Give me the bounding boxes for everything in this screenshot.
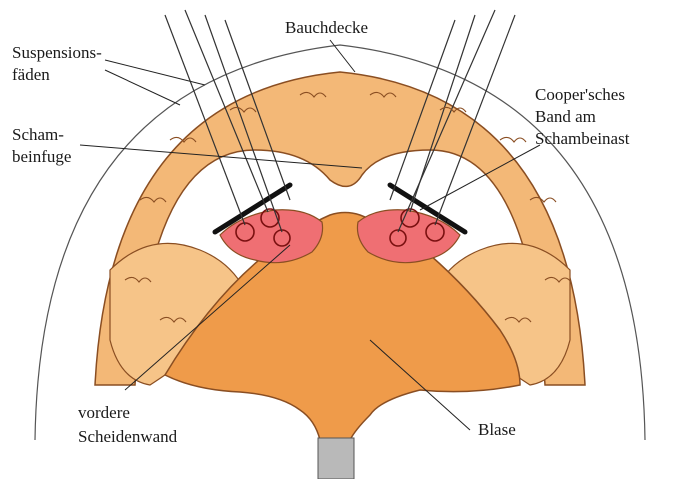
bladder	[165, 213, 520, 441]
label-cooper-line3: Schambeinast	[535, 129, 630, 148]
label-suspension-line1: Suspensions-	[12, 43, 102, 62]
label-bauchdecke: Bauchdecke	[285, 18, 368, 37]
urethra-catheter	[318, 438, 354, 479]
label-cooper-line1: Cooper'sches	[535, 85, 625, 104]
label-vordere-line2: Scheidenwand	[78, 427, 178, 446]
label-scham-line1: Scham-	[12, 125, 64, 144]
label-suspension-line2: fäden	[12, 65, 50, 84]
label-vordere-line1: vordere	[78, 403, 130, 422]
label-cooper-line2: Band am	[535, 107, 596, 126]
label-scham-line2: beinfuge	[12, 147, 71, 166]
label-blase: Blase	[478, 420, 516, 439]
